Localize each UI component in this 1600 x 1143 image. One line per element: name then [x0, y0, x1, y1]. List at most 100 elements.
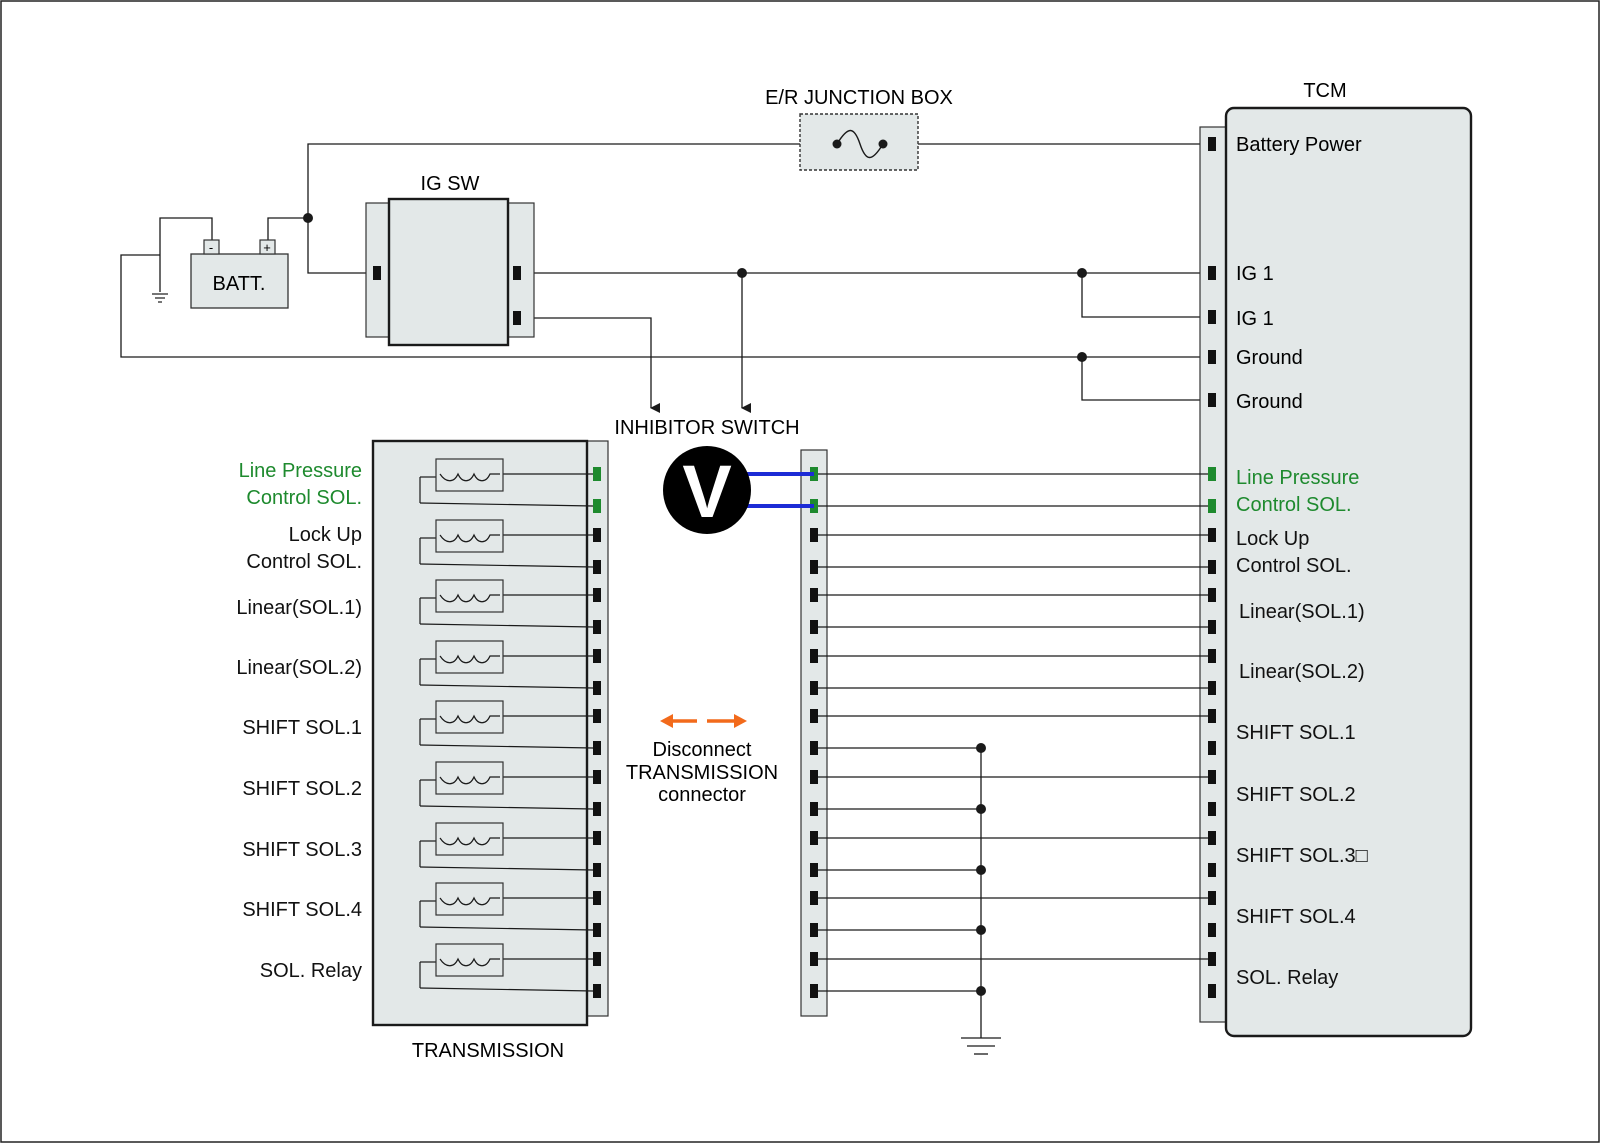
tcm-pin [1208, 984, 1216, 998]
tcm-pin [1208, 528, 1216, 542]
transmission-solenoid-label: Lock Up [289, 524, 362, 546]
connector-pin [810, 984, 818, 998]
connector-pin [810, 891, 818, 905]
connector-pin [810, 863, 818, 877]
coil-winding [439, 472, 500, 482]
tcm-pin-ig1-a: IG 1 [1236, 263, 1274, 285]
solenoid-coil [435, 519, 504, 553]
transmission-pin [593, 891, 601, 905]
coil-wire [419, 744, 594, 749]
transmission-connector [800, 449, 828, 1017]
battery: - + BATT. [190, 239, 289, 309]
tcm-pin [1208, 560, 1216, 574]
transmission-pin [593, 588, 601, 602]
tcm-module: TCM [1199, 80, 1473, 1038]
tcm-pin [1208, 831, 1216, 845]
tcm-solenoid-label: Linear(SOL.2) [1239, 661, 1365, 683]
transmission-pin [593, 741, 601, 755]
junction-dots [303, 213, 1087, 362]
transmission-solenoid-label: Control SOL. [246, 551, 362, 573]
transmission-pin [593, 499, 601, 513]
transmission-pin [593, 863, 601, 877]
battery-plus-label: + [263, 240, 271, 255]
fuse-symbol [836, 129, 884, 159]
connector-pin [810, 802, 818, 816]
transmission-solenoid-label: SHIFT SOL.2 [242, 778, 362, 800]
probe-wires [745, 472, 814, 508]
coil-winding [439, 654, 500, 664]
coil-winding [439, 714, 500, 724]
tcm-pin [1208, 952, 1216, 966]
tcm-solenoid-label: Linear(SOL.1) [1239, 601, 1365, 623]
transmission-solenoid-label: SOL. Relay [260, 960, 362, 982]
transmission-solenoid-label: SHIFT SOL.4 [242, 899, 362, 921]
battery-label: BATT. [213, 273, 266, 295]
tcm-pin [1208, 863, 1216, 877]
coil-winding [439, 593, 500, 603]
connector-pin [810, 649, 818, 663]
transmission-pin [593, 770, 601, 784]
transmission-pin [593, 649, 601, 663]
connector-pin [810, 560, 818, 574]
connector-pin [810, 923, 818, 937]
tcm-pin-ground-b: Ground [1236, 391, 1303, 413]
transmission-pin [593, 620, 601, 634]
coil-wire [419, 563, 594, 568]
solenoid-coil [435, 943, 504, 977]
tcm-pin [1208, 741, 1216, 755]
ground-junction [976, 743, 986, 753]
tcm-solenoid-label: SHIFT SOL.4 [1236, 906, 1356, 928]
connector-pin [810, 831, 818, 845]
tcm-pin-ground-a: Ground [1236, 347, 1303, 369]
coil-winding [439, 775, 500, 785]
transmission-pin [593, 831, 601, 845]
tcm-solenoid-label: Control SOL. [1236, 494, 1352, 516]
disconnect-text-line2: TRANSMISSION [626, 762, 778, 784]
tcm-label: TCM [1303, 80, 1346, 102]
coil-wire [419, 805, 594, 810]
voltmeter: V [663, 446, 751, 534]
transmission-pin [593, 560, 601, 574]
transmission-pin [593, 923, 601, 937]
connector-pin [810, 528, 818, 542]
battery-minus-label: - [209, 240, 213, 255]
tcm-power-pins: Battery Power IG 1 IG 1 Ground Ground [1208, 134, 1362, 413]
inhibitor-switch-label: INHIBITOR SWITCH [614, 417, 799, 439]
coil-winding [439, 896, 500, 906]
connector-pin [810, 952, 818, 966]
connector-pin [810, 620, 818, 634]
tcm-pin [1208, 467, 1216, 481]
tcm-pin-battery-power: Battery Power [1236, 134, 1362, 156]
power-wiring [120, 143, 1207, 413]
coil-wire [419, 502, 594, 507]
tcm-solenoid-label: SOL. Relay [1236, 967, 1338, 989]
transmission-pin [593, 802, 601, 816]
transmission-pin [593, 681, 601, 695]
transmission-solenoid-label: SHIFT SOL.1 [242, 717, 362, 739]
solenoid-coil [435, 822, 504, 856]
transmission-solenoid-label: Linear(SOL.2) [236, 657, 362, 679]
transmission-solenoid-label: Line Pressure [239, 460, 362, 482]
coil-wire [419, 987, 594, 992]
tcm-pin [1208, 770, 1216, 784]
ig-sw-label: IG SW [421, 173, 480, 195]
connector-pin [810, 770, 818, 784]
solenoid-coil [435, 761, 504, 795]
connector-pin [810, 681, 818, 695]
junction-box: E/R JUNCTION BOX [765, 87, 953, 171]
connector-pin [810, 741, 818, 755]
coil-winding [439, 533, 500, 543]
connector-pin [810, 588, 818, 602]
coil-wire [419, 623, 594, 628]
solenoid-coil [435, 640, 504, 674]
transmission-pin [593, 952, 601, 966]
solenoid-coil [435, 458, 504, 492]
tcm-pin [1208, 681, 1216, 695]
voltmeter-label: V [682, 450, 731, 533]
disconnect-arrows [660, 714, 747, 728]
coil-winding [439, 836, 500, 846]
coil-wire [419, 926, 594, 931]
transmission-pin [593, 709, 601, 723]
